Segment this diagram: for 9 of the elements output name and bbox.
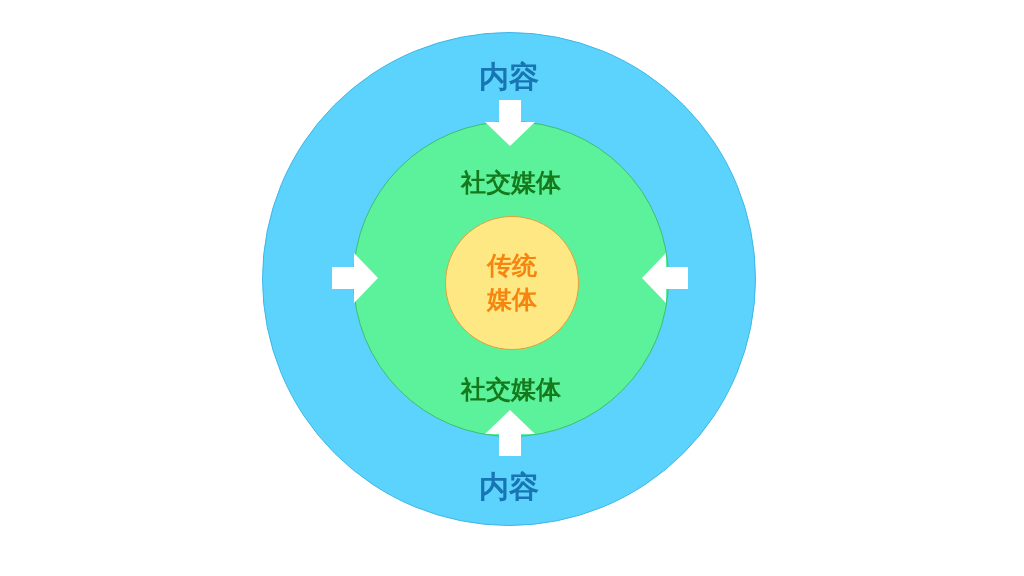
circle-label: 内容: [479, 58, 539, 96]
block-arrow: [332, 253, 378, 303]
circle-label: 传统媒体: [485, 250, 538, 316]
circle-label: 内容: [479, 468, 539, 506]
block-arrow: [485, 100, 535, 146]
circle-label: 社交媒体: [461, 374, 561, 406]
block-arrow: [485, 410, 535, 456]
circle-label: 社交媒体: [461, 167, 561, 199]
block-arrow: [642, 253, 688, 303]
